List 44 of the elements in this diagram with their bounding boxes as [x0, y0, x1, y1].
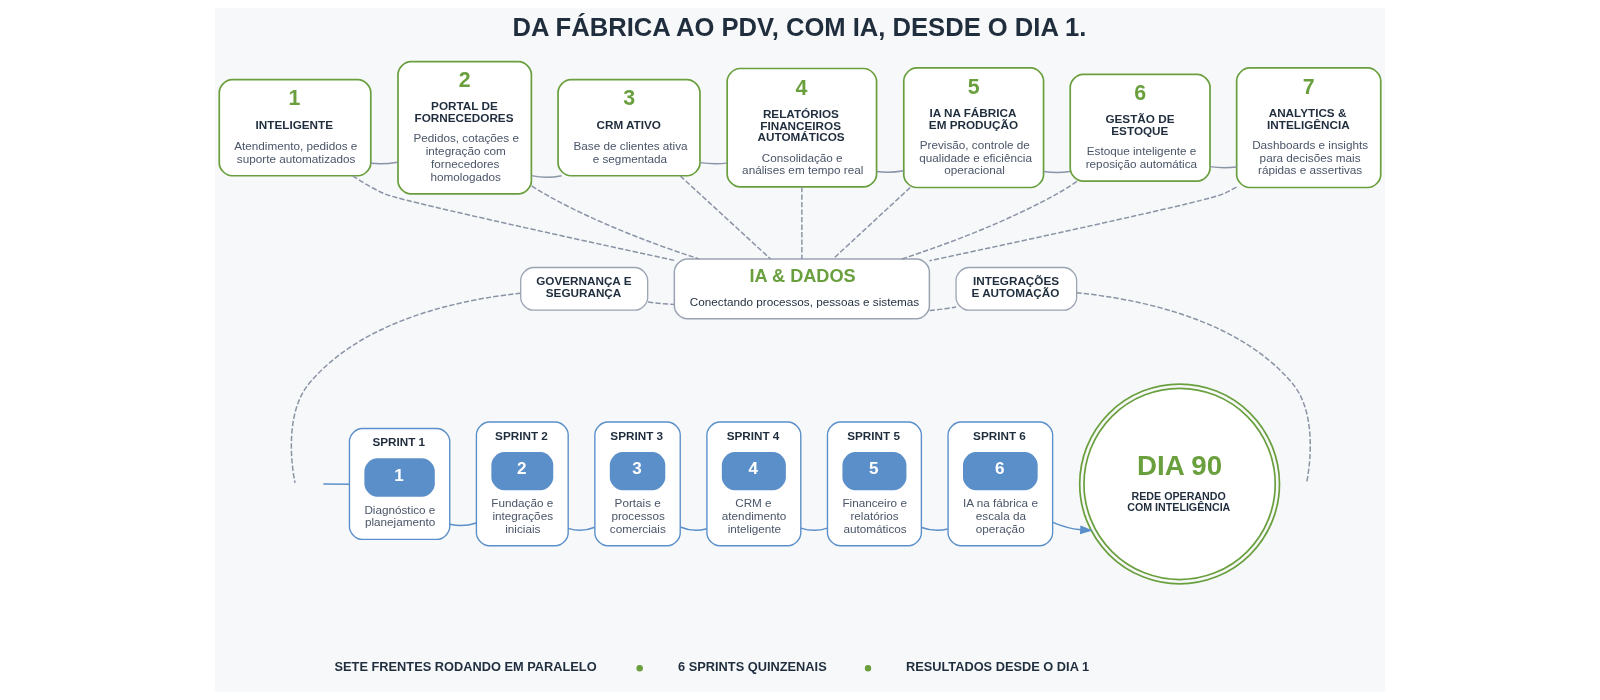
connector — [1075, 292, 1311, 484]
connector — [928, 186, 1238, 262]
connector — [699, 161, 728, 165]
connector — [901, 180, 1078, 260]
label: 6 SPRINTS QUINZENAIS — [678, 658, 827, 674]
connector — [1042, 170, 1071, 174]
node-box: GOVERNANÇA E SEGURANÇA — [520, 266, 649, 311]
connector — [351, 175, 675, 262]
node-box: INTEGRAÇÕES E AUTOMAÇÃO — [955, 266, 1078, 311]
node-box: SPRINT 5 5 Financeiro e relatórios automáticos — [826, 421, 923, 547]
node-box: 3 CRM ATIVO Base de clientes ativa e segmentada — [557, 78, 701, 177]
node-box: 1 INTELIGENTE Atendimento, pedidos e suporte automatizados — [218, 78, 372, 177]
label: RESULTADOS DESDE O DIA 1 — [905, 658, 1090, 674]
node-box: SPRINT 6 6 IA na fábrica e escala da operação — [947, 421, 1054, 547]
connector — [290, 292, 522, 484]
node-box: 4 RELATÓRIOS FINANCEIROS AUTOMÁTICOS Consolidação e análises em tempo real — [726, 67, 878, 188]
connector — [449, 522, 477, 527]
connector — [920, 526, 949, 532]
node-box: SPRINT 3 3 Portais e processos comerciais — [594, 421, 681, 547]
connector — [801, 186, 803, 260]
connector — [800, 527, 829, 532]
connector — [530, 185, 700, 260]
node-box: SPRINT 2 2 Fundação e integrações iniciais — [475, 421, 569, 547]
label: SETE FRENTES RODANDO EM PARALELO — [334, 658, 597, 674]
connector — [928, 306, 957, 312]
connector — [875, 169, 905, 173]
connector — [832, 186, 911, 260]
connector — [370, 161, 399, 165]
arrow — [1052, 521, 1093, 535]
node-box: 2 PORTAL DE FORNECEDORES Pedidos, cotações e integração com fornecedores homologados — [397, 60, 533, 195]
node-box: 5 IA NA FÁBRICA EM PRODUÇÃO Previsão, controle de qualidade e eficiência operacional — [902, 67, 1045, 189]
node-box: SPRINT 1 1 Diagnóstico e planejamento — [348, 427, 451, 541]
diagram-title: DA FÁBRICA AO PDV, COM IA, DESDE O DIA 1. — [512, 13, 1087, 42]
connector — [567, 526, 596, 532]
connector — [322, 483, 351, 485]
node-box: 6 GESTÃO DE ESTOQUE Estoque inteligente e reposição automática — [1069, 73, 1211, 182]
node-box: IA & DADOS Conectando processos, pessoas e sistemas — [673, 258, 931, 320]
node-box: 7 ANALYTICS & INTELIGÊNCIA Dashboards e insights para decisões mais rápidas e assertivas — [1235, 67, 1382, 189]
connector — [679, 175, 772, 260]
connector — [647, 301, 675, 306]
connector — [530, 174, 563, 179]
connector — [1209, 165, 1238, 169]
connector — [679, 526, 708, 532]
node-box: SPRINT 4 4 CRM e atendimento inteligente — [706, 421, 802, 547]
